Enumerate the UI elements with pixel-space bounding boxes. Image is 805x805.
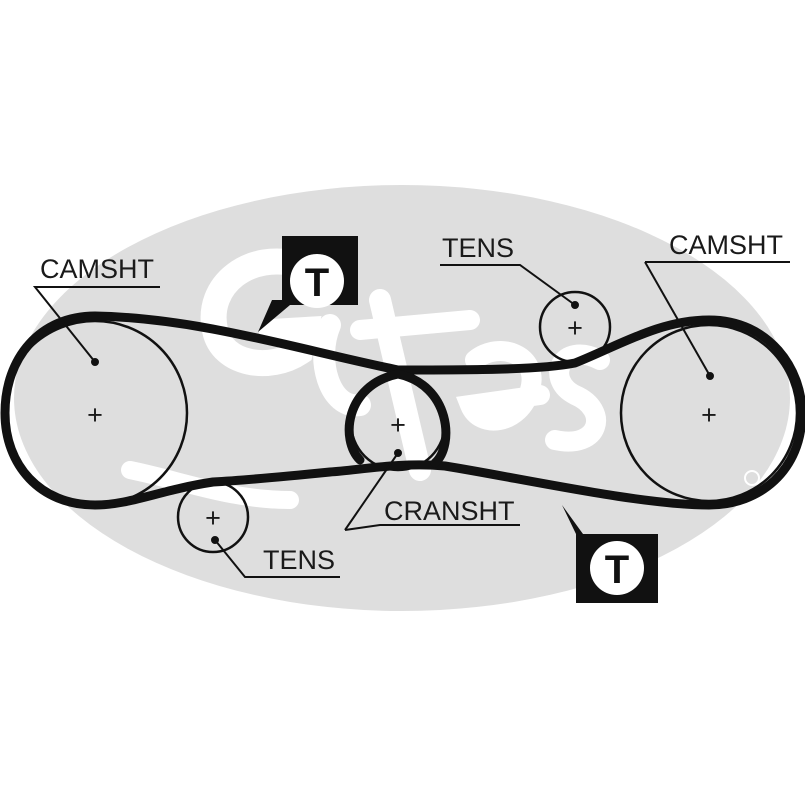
tensioner-bottom-center-mark: + (205, 503, 221, 533)
tension-marker-top: T (258, 236, 358, 332)
crankshaft-center-mark: + (390, 410, 406, 440)
tensioner-top-center-mark: + (567, 313, 583, 343)
tensioner-top-label: TENS (442, 233, 514, 263)
tension-marker-top-letter: T (305, 261, 329, 305)
camshaft-left-label: CAMSHT (40, 254, 154, 284)
leader-lines (32, 261, 790, 578)
camshaft-left-center-mark: + (87, 400, 103, 430)
camshaft-right-label: CAMSHT (669, 230, 783, 260)
tension-marker-bottom-letter: T (605, 548, 629, 592)
crankshaft-belt-wrap (344, 369, 451, 468)
camshaft-right-center-mark: + (701, 400, 717, 430)
tension-marker-bottom: T (562, 505, 658, 603)
tensioner-bottom-label: TENS (263, 545, 335, 575)
timing-belt (0, 311, 805, 510)
crankshaft-label: CRANSHT (384, 496, 515, 526)
